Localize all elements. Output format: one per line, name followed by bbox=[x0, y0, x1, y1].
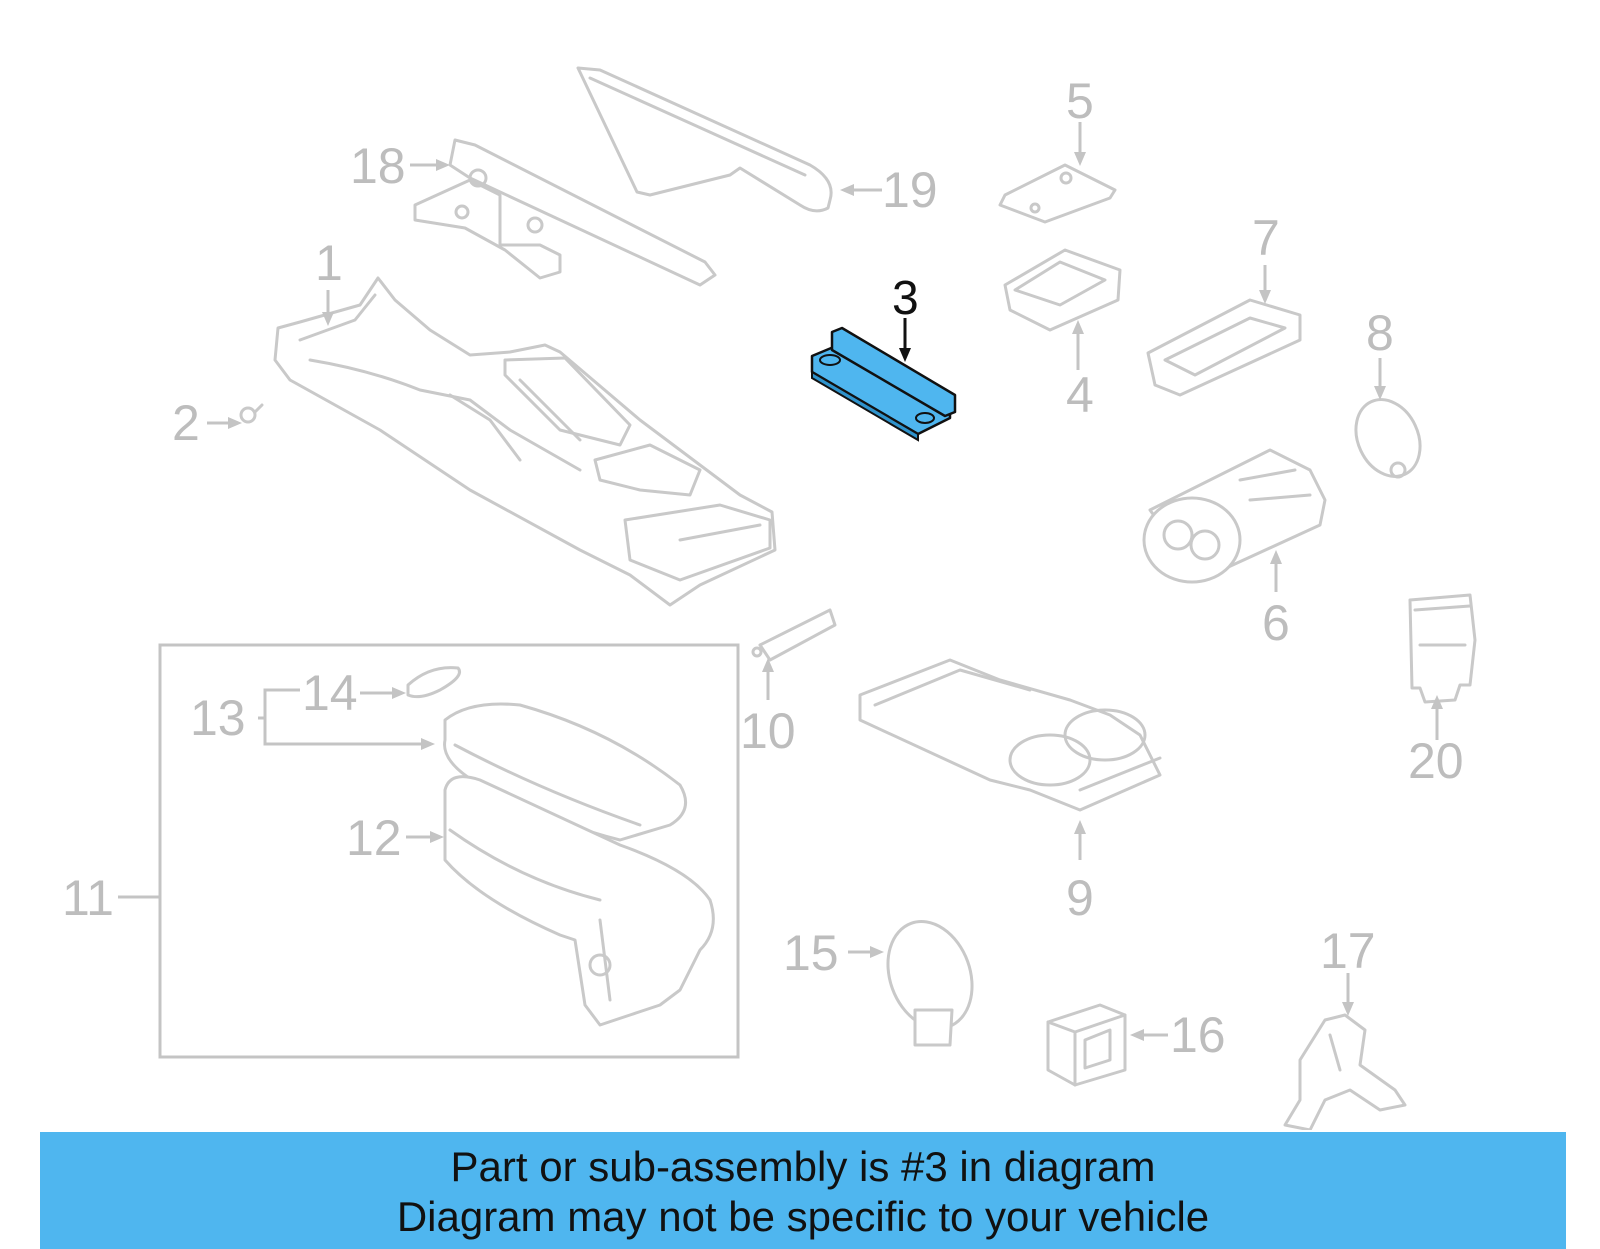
callout-12: 12 bbox=[346, 810, 402, 866]
callout-17: 17 bbox=[1320, 923, 1376, 979]
part-9-tray[interactable] bbox=[858, 658, 1162, 812]
part-1-console[interactable] bbox=[273, 276, 777, 607]
leader-lines bbox=[118, 122, 1443, 1041]
callout-19: 19 bbox=[882, 162, 938, 218]
part-18-bracket[interactable] bbox=[413, 138, 717, 287]
callout-6: 6 bbox=[1262, 595, 1290, 651]
callout-20: 20 bbox=[1408, 733, 1464, 789]
footer-banner: Part or sub-assembly is #3 in diagram Di… bbox=[40, 1132, 1566, 1249]
callout-5: 5 bbox=[1066, 73, 1094, 129]
part-14-pad[interactable] bbox=[406, 666, 461, 699]
callout-14: 14 bbox=[302, 665, 358, 721]
part-19-trim[interactable] bbox=[576, 66, 833, 213]
footer-line-1: Part or sub-assembly is #3 in diagram bbox=[450, 1143, 1156, 1190]
part-5-plate[interactable] bbox=[998, 163, 1117, 224]
callout-3: 3 bbox=[892, 272, 919, 325]
callout-2: 2 bbox=[172, 395, 200, 451]
part-3-highlighted[interactable] bbox=[810, 326, 957, 442]
part-16-box[interactable] bbox=[1046, 1003, 1127, 1087]
callout-11: 11 bbox=[62, 870, 114, 926]
part-12-armrest-base[interactable] bbox=[443, 775, 715, 1027]
diagram-canvas: 1 2 3 4 5 6 7 8 9 10 11 12 13 14 15 16 1… bbox=[62, 66, 1477, 1130]
callout-1: 1 bbox=[315, 235, 343, 291]
part-17-mount[interactable] bbox=[1283, 1013, 1407, 1130]
callout-7: 7 bbox=[1252, 210, 1280, 266]
callout-8: 8 bbox=[1366, 305, 1394, 361]
callout-10: 10 bbox=[740, 703, 796, 759]
subassembly-11-box bbox=[158, 643, 740, 1059]
part-20-switch[interactable] bbox=[1408, 593, 1477, 704]
callout-18: 18 bbox=[350, 138, 406, 194]
callout-13: 13 bbox=[190, 690, 246, 746]
part-7-tray[interactable] bbox=[1146, 298, 1302, 397]
callout-4: 4 bbox=[1066, 367, 1094, 423]
part-6-cupholder[interactable] bbox=[1142, 448, 1327, 584]
callout-16: 16 bbox=[1170, 1007, 1226, 1063]
part-8-disc[interactable] bbox=[1344, 389, 1432, 487]
callout-9: 9 bbox=[1066, 870, 1094, 926]
callout-15: 15 bbox=[783, 925, 839, 981]
part-10-strip[interactable] bbox=[751, 608, 837, 662]
part-15-cup[interactable] bbox=[874, 910, 987, 1047]
callout-labels: 1 2 3 4 5 6 7 8 9 10 11 12 13 14 15 16 1… bbox=[62, 73, 1464, 1063]
footer-line-2: Diagram may not be specific to your vehi… bbox=[396, 1193, 1210, 1240]
part-2-clip[interactable] bbox=[239, 403, 264, 424]
part-4-tray[interactable] bbox=[1003, 248, 1122, 332]
